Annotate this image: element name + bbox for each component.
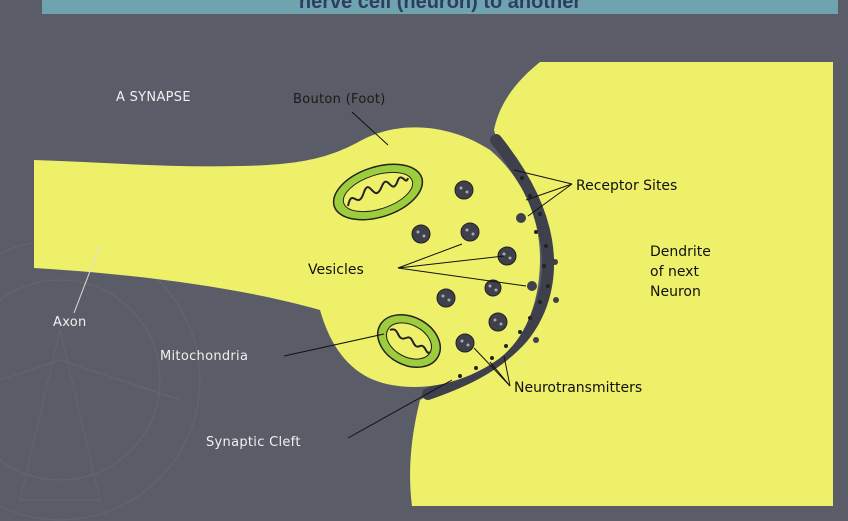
label-synaptic-cleft: Synaptic Cleft — [206, 435, 301, 450]
label-receptor-sites: Receptor Sites — [576, 178, 677, 194]
label-mitochondria: Mitochondria — [160, 349, 248, 364]
label-vesicles: Vesicles — [308, 262, 364, 278]
label-a-synapse: A SYNAPSE — [116, 90, 191, 105]
label-bouton: Bouton (Foot) — [293, 92, 386, 107]
label-dendrite-line3: Neuron — [650, 284, 701, 300]
label-neurotransmitters: Neurotransmitters — [514, 380, 642, 396]
label-axon: Axon — [53, 315, 87, 330]
background-decoration — [0, 240, 200, 520]
label-dendrite-line2: of next — [650, 264, 699, 280]
label-dendrite-line1: Dendrite — [650, 244, 711, 260]
